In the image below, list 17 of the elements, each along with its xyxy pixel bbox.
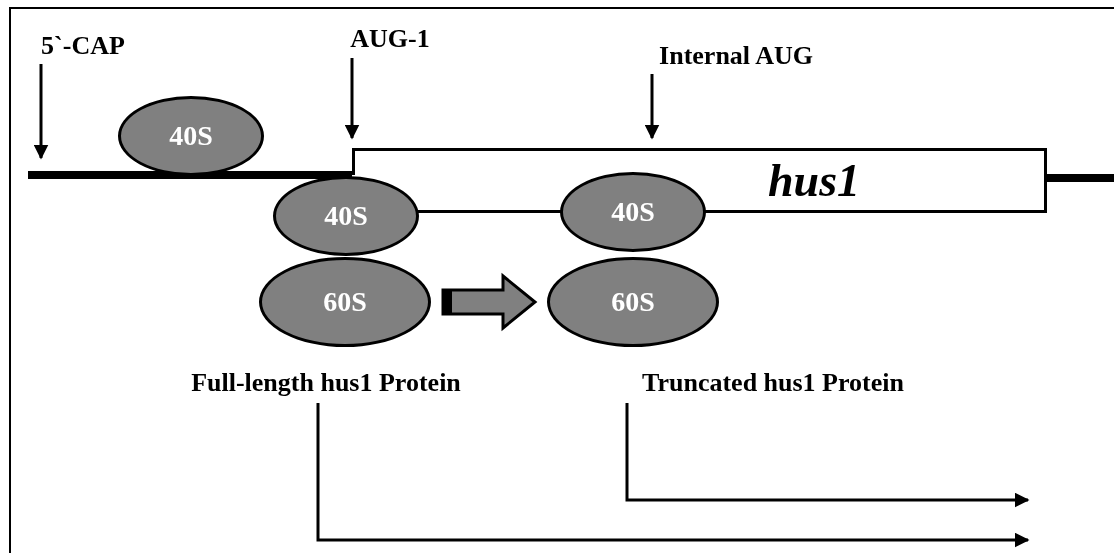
arrow	[344, 58, 360, 140]
gene-box: hus1	[708, 148, 1047, 213]
site-label: 5`-CAP	[28, 30, 138, 62]
site-label: AUG-1	[338, 22, 442, 56]
ribosome-subunit-ellipse: 40S	[273, 176, 419, 256]
ribosome-subunit-ellipse: 60S	[259, 257, 431, 347]
ribosome-subunit-ellipse: 40S	[118, 96, 264, 176]
arrow	[644, 74, 660, 140]
protein-label: Full-length hus1 Protein	[143, 365, 509, 401]
arrow	[316, 403, 1030, 548]
ribosome-subunit-ellipse: 40S	[560, 172, 706, 252]
arrow	[625, 403, 1030, 508]
protein-label: Truncated hus1 Protein	[602, 365, 944, 401]
ribosome-subunit-ellipse: 60S	[547, 257, 719, 347]
arrow	[33, 64, 49, 160]
site-label: Internal AUG	[636, 40, 836, 72]
block-arrow	[441, 272, 538, 332]
